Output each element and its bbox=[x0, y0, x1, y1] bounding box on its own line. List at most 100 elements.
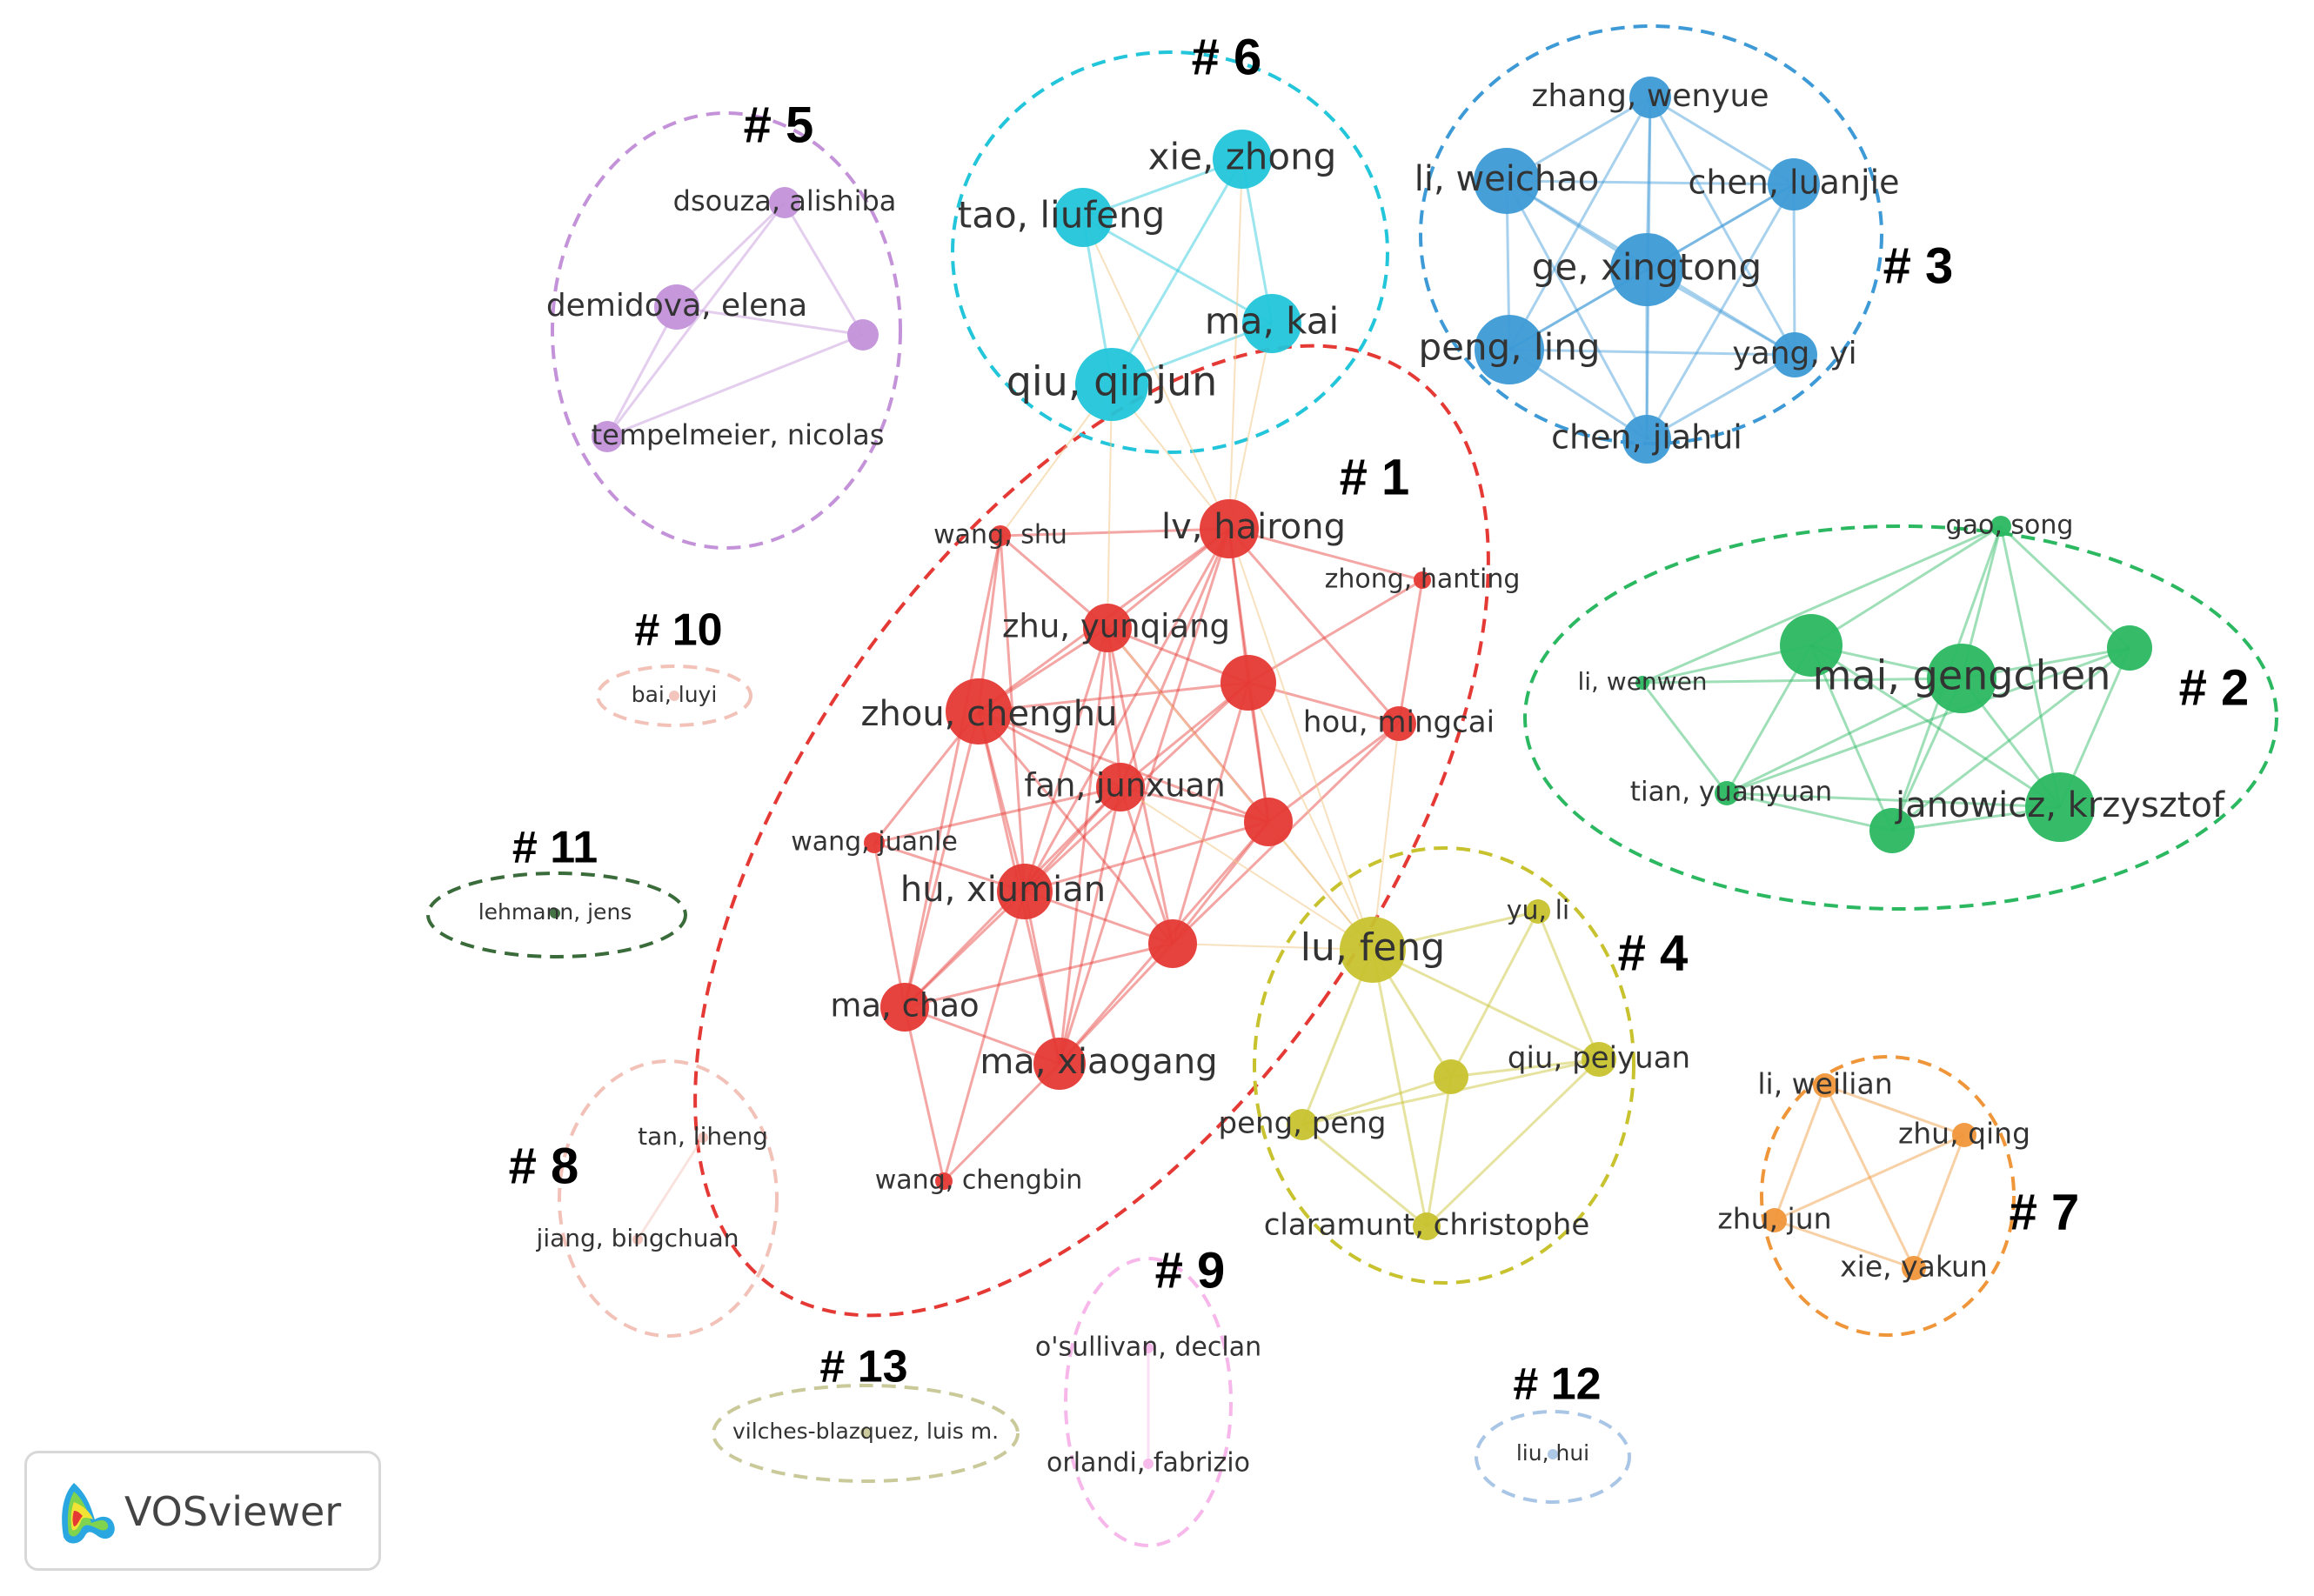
network-node[interactable] bbox=[1340, 917, 1406, 983]
network-node[interactable] bbox=[698, 1132, 708, 1143]
network-node[interactable] bbox=[1434, 1059, 1468, 1094]
network-node[interactable] bbox=[1629, 77, 1671, 118]
node-label: janowicz, krzysztof bbox=[1895, 785, 2225, 825]
network-node[interactable] bbox=[1582, 1042, 1616, 1077]
network-node[interactable] bbox=[1610, 233, 1683, 306]
network-node[interactable] bbox=[1902, 1256, 1926, 1280]
node-label: gao, song bbox=[1946, 511, 2074, 541]
network-node[interactable] bbox=[1813, 1073, 1837, 1098]
network-edge bbox=[1774, 1133, 1965, 1222]
network-node[interactable] bbox=[769, 187, 800, 218]
network-node[interactable] bbox=[2025, 772, 2095, 842]
network-node[interactable] bbox=[1075, 348, 1148, 421]
node-label: tan, liheng bbox=[638, 1122, 768, 1151]
network-node[interactable] bbox=[550, 908, 560, 918]
network-node[interactable] bbox=[1772, 332, 1817, 377]
node-label: li, weilian bbox=[1757, 1067, 1892, 1101]
network-edge bbox=[1120, 786, 1374, 951]
network-node[interactable] bbox=[1287, 1109, 1318, 1140]
network-edge bbox=[1823, 1085, 1916, 1269]
network-node[interactable] bbox=[632, 1234, 643, 1245]
network-node[interactable] bbox=[990, 525, 1011, 546]
node-label: fan, junxuan bbox=[1024, 767, 1225, 805]
cluster-outline-6 bbox=[951, 50, 1389, 454]
network-node[interactable] bbox=[1083, 604, 1132, 652]
network-edge bbox=[1023, 891, 1061, 1065]
vosviewer-logo-text: VOSviewer bbox=[124, 1488, 342, 1535]
network-edge bbox=[978, 681, 1249, 713]
cluster-label-7: # 7 bbox=[2010, 1184, 2080, 1240]
network-edge bbox=[903, 711, 980, 1008]
network-node[interactable] bbox=[1927, 644, 1996, 713]
cluster-label-1: # 1 bbox=[1340, 449, 1410, 505]
node-label: ma, kai bbox=[1205, 300, 1339, 343]
network-node[interactable] bbox=[592, 421, 623, 452]
node-label: zhou, chenghu bbox=[861, 694, 1118, 734]
node-label: zhu, jun bbox=[1717, 1202, 1831, 1236]
network-node[interactable] bbox=[1526, 899, 1550, 924]
network-node[interactable] bbox=[1053, 188, 1113, 247]
network-node[interactable] bbox=[935, 1172, 953, 1190]
cluster-label-8: # 8 bbox=[509, 1138, 579, 1194]
network-node[interactable] bbox=[1213, 130, 1272, 189]
network-edge bbox=[903, 535, 1002, 1008]
network-node[interactable] bbox=[997, 864, 1053, 919]
network-edge bbox=[783, 202, 865, 336]
network-node[interactable] bbox=[1413, 1212, 1441, 1240]
network-node[interactable] bbox=[1715, 781, 1739, 805]
network-node[interactable] bbox=[669, 691, 679, 701]
network-edge bbox=[1024, 820, 1269, 893]
network-edge bbox=[606, 333, 864, 438]
network-node[interactable] bbox=[1475, 315, 1544, 384]
network-node[interactable] bbox=[1768, 158, 1820, 210]
network-edge bbox=[1058, 942, 1174, 1065]
network-edge bbox=[1536, 911, 1601, 1060]
node-label: liu, hui bbox=[1516, 1440, 1589, 1466]
node-label: claramunt, christophe bbox=[1264, 1208, 1590, 1243]
cluster-label-6: # 6 bbox=[1192, 29, 1262, 85]
network-node[interactable] bbox=[1221, 655, 1276, 711]
network-node[interactable] bbox=[1143, 1343, 1154, 1353]
cluster-label-4: # 4 bbox=[1618, 925, 1689, 981]
network-edge bbox=[1449, 911, 1540, 1078]
network-edge bbox=[1228, 527, 1423, 582]
network-node[interactable] bbox=[880, 983, 929, 1032]
network-node[interactable] bbox=[1242, 294, 1301, 353]
network-node[interactable] bbox=[847, 319, 879, 351]
network-node[interactable] bbox=[1762, 1208, 1787, 1232]
network-node[interactable] bbox=[1622, 415, 1671, 464]
node-label: ge, xingtong bbox=[1532, 246, 1762, 289]
network-edge bbox=[1810, 644, 2061, 809]
network-node[interactable] bbox=[1780, 614, 1843, 677]
network-node[interactable] bbox=[1381, 706, 1416, 741]
network-node[interactable] bbox=[1869, 808, 1915, 853]
network-node[interactable] bbox=[946, 678, 1012, 745]
node-label: vilches-blazquez, luis m. bbox=[732, 1419, 999, 1444]
network-edge bbox=[1247, 682, 1374, 951]
network-edge bbox=[1058, 528, 1231, 1065]
network-node[interactable] bbox=[2107, 625, 2152, 671]
network-edge bbox=[1372, 723, 1400, 951]
network-edge bbox=[1649, 96, 1795, 186]
network-node[interactable] bbox=[1200, 499, 1259, 558]
network-node[interactable] bbox=[1096, 763, 1145, 811]
network-node[interactable] bbox=[654, 284, 699, 330]
network-node[interactable] bbox=[1033, 1038, 1086, 1090]
network-edge bbox=[1227, 528, 1401, 725]
network-node[interactable] bbox=[864, 832, 885, 853]
network-node[interactable] bbox=[1952, 1123, 1976, 1147]
node-label: ma, chao bbox=[830, 987, 979, 1025]
network-node[interactable] bbox=[1548, 1449, 1558, 1459]
network-node[interactable] bbox=[1148, 919, 1197, 968]
network-node[interactable] bbox=[860, 1427, 871, 1438]
network-node[interactable] bbox=[1143, 1459, 1154, 1469]
network-node[interactable] bbox=[1414, 571, 1431, 589]
network-edge bbox=[1450, 1058, 1600, 1078]
network-node[interactable] bbox=[1244, 798, 1293, 846]
network-node[interactable] bbox=[1635, 676, 1649, 690]
network-node[interactable] bbox=[1990, 516, 2011, 537]
network-edge bbox=[1110, 158, 1244, 385]
network-node[interactable] bbox=[1474, 148, 1540, 214]
